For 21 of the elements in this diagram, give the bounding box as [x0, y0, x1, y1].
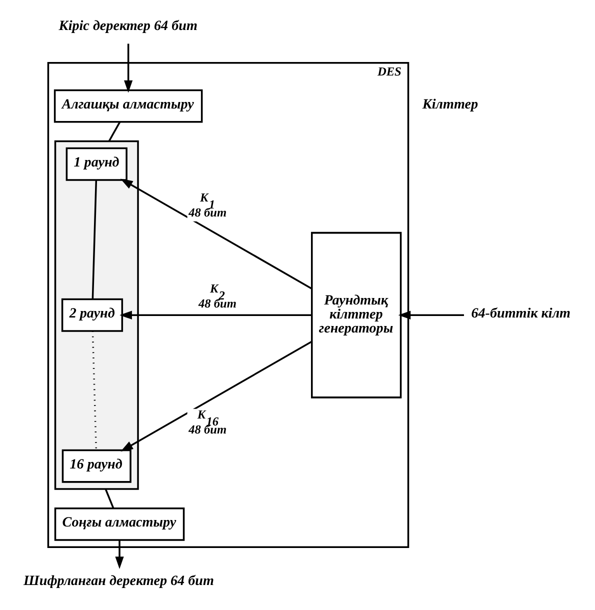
node-box: Соңғы алмастыру [54, 507, 184, 541]
node-box: 2 раунд [60, 298, 123, 332]
node-box: Раундтық кілттер генераторы [310, 232, 402, 398]
node-box: Алгашқы алмастыру [53, 89, 202, 123]
arrow [120, 178, 312, 290]
connector [104, 488, 114, 508]
arrow [120, 340, 312, 452]
node-box: 1 раунд [65, 147, 127, 181]
node-text: Кіріс деректер 64 бит [58, 18, 197, 34]
node-box: 16 раунд [61, 449, 131, 483]
node-text: Шифрланған деректер 64 бит [23, 572, 214, 589]
connector [91, 180, 97, 300]
connector [108, 122, 120, 142]
connector [91, 331, 97, 450]
arrow [119, 310, 312, 320]
label: Кілттер [422, 96, 478, 113]
arrow [124, 44, 132, 93]
node-text: 64-биттік кілт [470, 306, 570, 322]
arrow [114, 540, 124, 569]
cluster [54, 140, 138, 490]
arrow [398, 310, 464, 320]
